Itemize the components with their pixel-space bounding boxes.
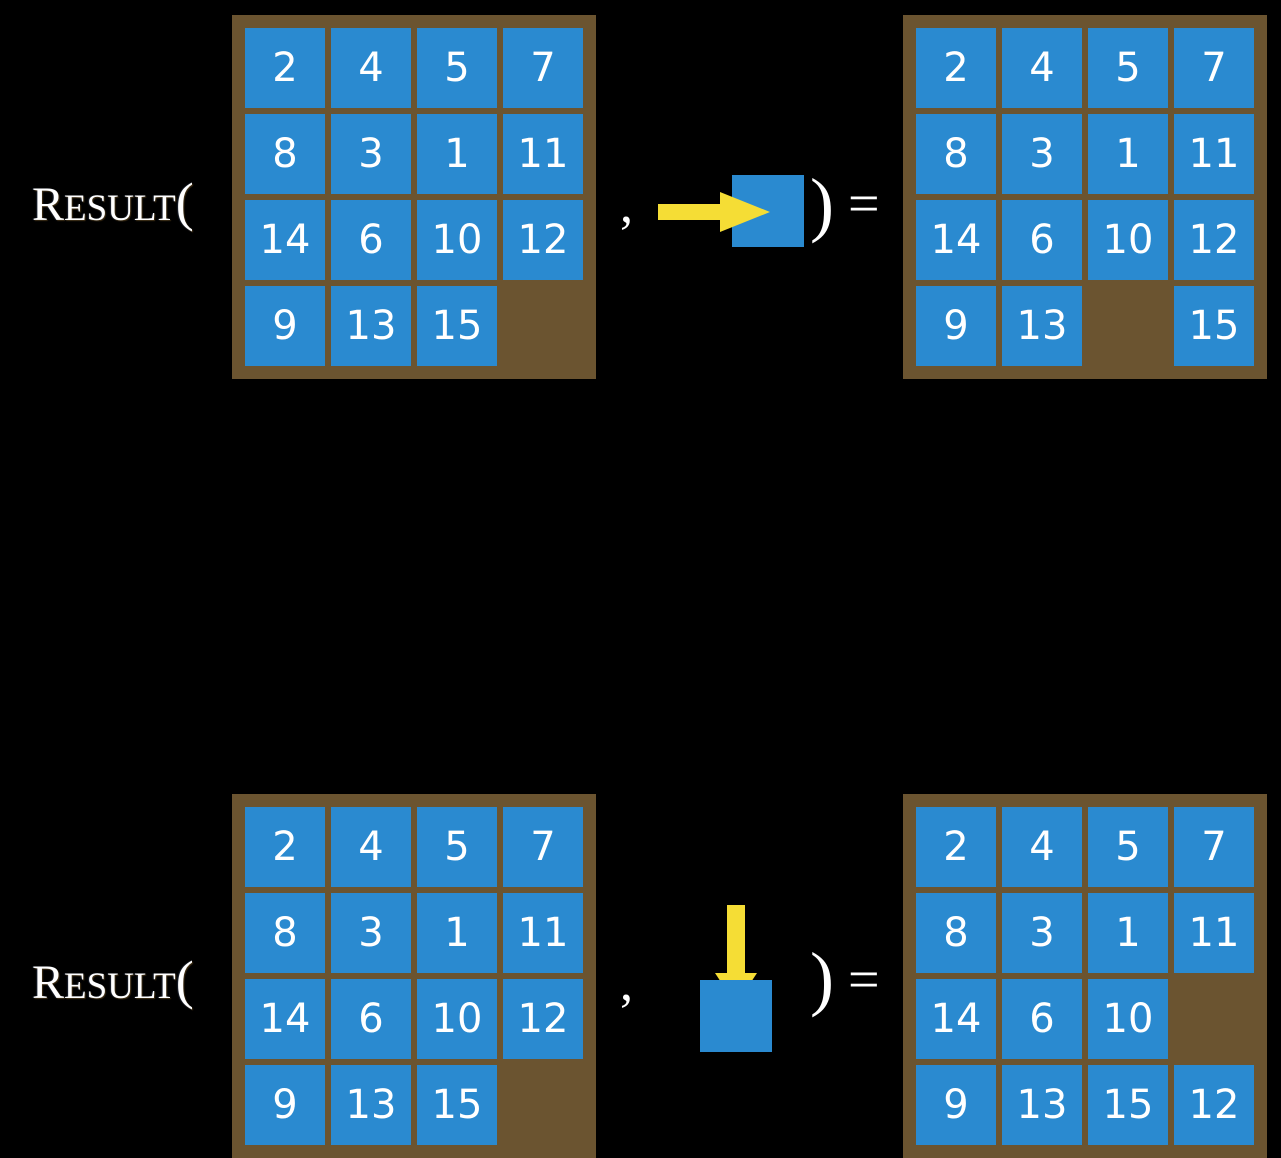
result-label-smallcaps: ESULT bbox=[64, 966, 176, 1007]
tile[interactable]: 10 bbox=[1088, 200, 1168, 280]
tile[interactable]: 1 bbox=[1088, 893, 1168, 973]
equation-row-top: RESULT( 2 4 5 7 8 3 1 11 14 6 10 12 9 13… bbox=[0, 0, 1281, 390]
tile[interactable]: 11 bbox=[1174, 893, 1254, 973]
tile[interactable]: 2 bbox=[245, 28, 325, 108]
output-board-bottom[interactable]: 2 4 5 7 8 3 1 11 14 6 10 9 13 15 12 bbox=[903, 794, 1267, 1158]
tile[interactable]: 13 bbox=[1002, 1065, 1082, 1145]
tile[interactable]: 12 bbox=[503, 200, 583, 280]
empty-slot[interactable] bbox=[503, 1065, 583, 1145]
tile[interactable]: 6 bbox=[1002, 200, 1082, 280]
tile[interactable]: 3 bbox=[331, 114, 411, 194]
tile[interactable]: 9 bbox=[916, 286, 996, 366]
tile[interactable]: 14 bbox=[245, 200, 325, 280]
argument-separator-comma: , bbox=[620, 177, 633, 234]
tile[interactable]: 2 bbox=[916, 28, 996, 108]
tile[interactable]: 15 bbox=[1174, 286, 1254, 366]
tile[interactable]: 4 bbox=[331, 807, 411, 887]
tile[interactable]: 12 bbox=[1174, 200, 1254, 280]
result-label-capital: R bbox=[32, 178, 65, 231]
empty-slot[interactable] bbox=[1088, 286, 1168, 366]
argument-separator-comma: , bbox=[620, 955, 633, 1012]
tile[interactable]: 10 bbox=[1088, 979, 1168, 1059]
tile[interactable]: 8 bbox=[245, 114, 325, 194]
tile[interactable]: 4 bbox=[331, 28, 411, 108]
tile[interactable]: 1 bbox=[417, 114, 497, 194]
tile[interactable]: 15 bbox=[417, 286, 497, 366]
empty-slot[interactable] bbox=[1174, 979, 1254, 1059]
tile[interactable]: 14 bbox=[245, 979, 325, 1059]
tile[interactable]: 11 bbox=[503, 114, 583, 194]
tile[interactable]: 4 bbox=[1002, 28, 1082, 108]
close-paren: ) bbox=[810, 938, 834, 1018]
result-label-smallcaps: ESULT bbox=[64, 188, 176, 229]
tile[interactable]: 8 bbox=[245, 893, 325, 973]
equation-row-bottom: RESULT( 2 4 5 7 8 3 1 11 14 6 10 12 9 13… bbox=[0, 390, 1281, 1158]
tile[interactable]: 5 bbox=[1088, 807, 1168, 887]
tile[interactable]: 2 bbox=[916, 807, 996, 887]
tile[interactable]: 8 bbox=[916, 893, 996, 973]
tile[interactable]: 9 bbox=[916, 1065, 996, 1145]
equals-sign: = bbox=[848, 949, 880, 1011]
tile[interactable]: 3 bbox=[1002, 893, 1082, 973]
tile[interactable]: 5 bbox=[1088, 28, 1168, 108]
tile[interactable]: 4 bbox=[1002, 807, 1082, 887]
tile[interactable]: 13 bbox=[331, 1065, 411, 1145]
arrow-right-icon bbox=[658, 192, 770, 232]
tile[interactable]: 10 bbox=[417, 200, 497, 280]
result-function-label: RESULT( bbox=[32, 175, 194, 229]
tile[interactable]: 1 bbox=[1088, 114, 1168, 194]
input-board-top[interactable]: 2 4 5 7 8 3 1 11 14 6 10 12 9 13 15 bbox=[232, 15, 596, 379]
tile[interactable]: 7 bbox=[1174, 28, 1254, 108]
tile[interactable]: 7 bbox=[1174, 807, 1254, 887]
move-argument-right[interactable] bbox=[650, 170, 810, 260]
tile[interactable]: 2 bbox=[245, 807, 325, 887]
tile[interactable]: 11 bbox=[1174, 114, 1254, 194]
tile[interactable]: 1 bbox=[417, 893, 497, 973]
tile[interactable]: 3 bbox=[1002, 114, 1082, 194]
tile[interactable]: 5 bbox=[417, 807, 497, 887]
tile[interactable]: 12 bbox=[503, 979, 583, 1059]
tile[interactable]: 12 bbox=[1174, 1065, 1254, 1145]
tile[interactable]: 8 bbox=[916, 114, 996, 194]
tile[interactable]: 15 bbox=[417, 1065, 497, 1145]
tile[interactable]: 6 bbox=[331, 979, 411, 1059]
tile[interactable]: 15 bbox=[1088, 1065, 1168, 1145]
close-paren: ) bbox=[810, 164, 834, 244]
open-paren: ( bbox=[175, 172, 194, 232]
tile[interactable]: 10 bbox=[417, 979, 497, 1059]
equals-sign: = bbox=[848, 173, 880, 235]
open-paren: ( bbox=[175, 950, 194, 1010]
tile[interactable]: 7 bbox=[503, 28, 583, 108]
tile[interactable]: 6 bbox=[331, 200, 411, 280]
tile[interactable]: 13 bbox=[1002, 286, 1082, 366]
tile[interactable]: 14 bbox=[916, 200, 996, 280]
tile[interactable]: 6 bbox=[1002, 979, 1082, 1059]
tile[interactable]: 14 bbox=[916, 979, 996, 1059]
tile[interactable]: 7 bbox=[503, 807, 583, 887]
input-board-bottom[interactable]: 2 4 5 7 8 3 1 11 14 6 10 12 9 13 15 bbox=[232, 794, 596, 1158]
tile[interactable]: 5 bbox=[417, 28, 497, 108]
tile[interactable]: 13 bbox=[331, 286, 411, 366]
blank-tile[interactable] bbox=[700, 980, 772, 1052]
move-argument-down[interactable] bbox=[690, 890, 800, 1060]
tile[interactable]: 3 bbox=[331, 893, 411, 973]
tile[interactable]: 11 bbox=[503, 893, 583, 973]
result-function-label: RESULT( bbox=[32, 953, 194, 1007]
tile[interactable]: 9 bbox=[245, 286, 325, 366]
result-label-capital: R bbox=[32, 956, 65, 1009]
output-board-top[interactable]: 2 4 5 7 8 3 1 11 14 6 10 12 9 13 15 bbox=[903, 15, 1267, 379]
empty-slot[interactable] bbox=[503, 286, 583, 366]
tile[interactable]: 9 bbox=[245, 1065, 325, 1145]
